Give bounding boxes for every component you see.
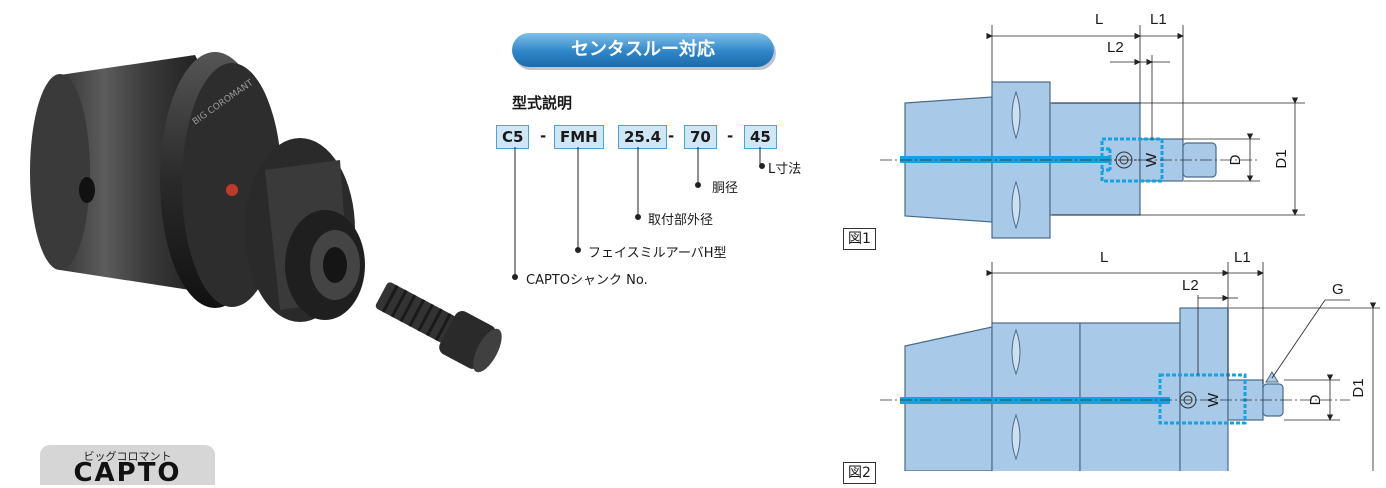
code-mount-od: 25.4	[618, 125, 668, 149]
dim-d1-label: D1	[1273, 149, 1290, 168]
model-leader-lines	[512, 147, 765, 280]
label-face-mill: フェイスミルアーバH型	[588, 246, 727, 261]
center-through-badge: センタスルー対応	[512, 33, 774, 67]
code-type: FMH	[554, 125, 604, 149]
figure-2-label: 図2	[843, 462, 876, 484]
dim-w-label: W	[1143, 152, 1160, 167]
code-body-dia: 70	[684, 125, 717, 149]
code-dash: -	[727, 127, 734, 145]
dim-d1-label: D1	[1350, 378, 1367, 397]
capto-logo-text: CAPTO	[73, 458, 182, 488]
dim-w-label: W	[1205, 392, 1222, 407]
figure-1-label: 図1	[843, 228, 876, 250]
dim-l1-label: L1	[1234, 249, 1251, 266]
code-shank: C5	[496, 125, 530, 149]
label-l-dim: L寸法	[768, 162, 802, 177]
label-shank: CAPTOシャンク No.	[526, 273, 648, 288]
figure-2-drawing: W L L1 L2 G D D1	[880, 249, 1380, 471]
dim-d-label: D	[1307, 394, 1324, 405]
label-mount-od: 取付部外径	[648, 213, 714, 228]
dim-d-label: D	[1227, 154, 1244, 165]
capto-badge: ビッグコロマント CAPTO	[40, 445, 215, 488]
dim-g-label: G	[1332, 281, 1344, 298]
capto-ruby-text: ビッグコロマント	[83, 450, 172, 463]
technical-drawing: W L L1 L2 D D1	[880, 11, 1380, 471]
dim-l-label: L	[1100, 249, 1108, 266]
dim-l-label: L	[1095, 11, 1103, 28]
label-body-dia: 胴径	[712, 181, 739, 196]
dim-l2-label: L2	[1182, 277, 1199, 294]
code-dash: -	[668, 127, 675, 145]
center-through-label: センタスルー対応	[571, 39, 715, 60]
dim-l1-label: L1	[1150, 11, 1167, 28]
code-l-dim: 45	[744, 125, 777, 149]
figure-1-drawing: W L L1 L2 D D1	[880, 11, 1305, 239]
code-dash: -	[540, 127, 547, 145]
dim-l2-label: L2	[1107, 39, 1124, 56]
model-heading: 型式説明	[512, 94, 573, 112]
product-photo: BIG COROMANT	[30, 52, 502, 373]
